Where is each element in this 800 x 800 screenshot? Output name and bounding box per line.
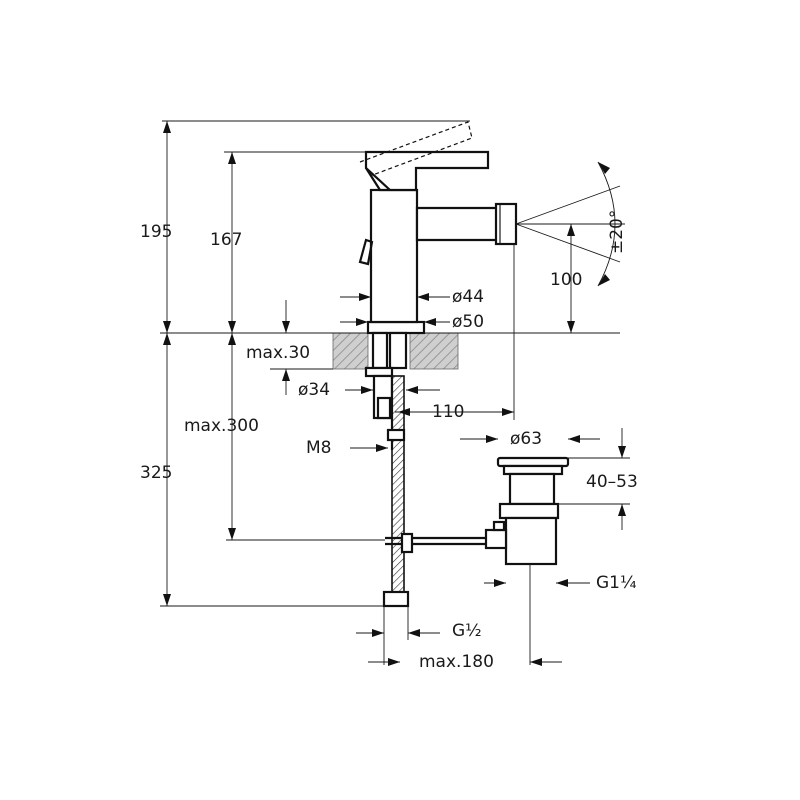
dim-supply-thread xyxy=(356,606,440,665)
label-base-diameter: ø50 xyxy=(452,312,484,332)
dim-spout-reach xyxy=(395,244,515,420)
label-deck-thickness: max.30 xyxy=(246,343,310,363)
deck-section xyxy=(160,332,620,370)
label-max-waste-offset: max.180 xyxy=(419,652,494,672)
label-supply-thread: G½ xyxy=(452,621,482,641)
label-below-deck: 325 xyxy=(140,463,172,483)
label-waste-range: 40–53 xyxy=(586,472,638,492)
dim-below-deck xyxy=(160,333,384,607)
label-lever-height: 167 xyxy=(210,230,242,250)
dim-body-diameters xyxy=(340,293,450,326)
label-body-diameter: ø44 xyxy=(452,287,484,307)
dim-max-waste-offset xyxy=(368,658,562,666)
label-spray-angle: ±20° xyxy=(607,210,627,254)
dim-hole-diameter xyxy=(345,386,440,394)
dim-total-height xyxy=(162,120,470,333)
pop-up-linkage xyxy=(385,532,492,554)
dim-waste-thread xyxy=(484,564,590,665)
label-total-height: 195 xyxy=(140,222,172,242)
label-waste-thread: G1¼ xyxy=(596,573,636,593)
dim-max-hose xyxy=(226,333,385,541)
label-stud-thread: M8 xyxy=(306,438,331,458)
mixer-body xyxy=(358,121,518,420)
label-hole-diameter: ø34 xyxy=(298,380,330,400)
dim-spray xyxy=(515,161,625,333)
dim-lever-height xyxy=(224,151,366,333)
label-max-hose: max.300 xyxy=(184,416,259,436)
dim-waste-range xyxy=(558,428,630,530)
label-spray-height: 100 xyxy=(550,270,582,290)
pop-up-waste xyxy=(484,456,570,566)
label-waste-diameter: ø63 xyxy=(510,429,542,449)
dim-stud xyxy=(350,444,388,452)
dim-deck-thickness xyxy=(270,300,333,395)
label-spout-reach: 110 xyxy=(432,402,464,422)
dim-waste-diameter xyxy=(460,435,600,443)
